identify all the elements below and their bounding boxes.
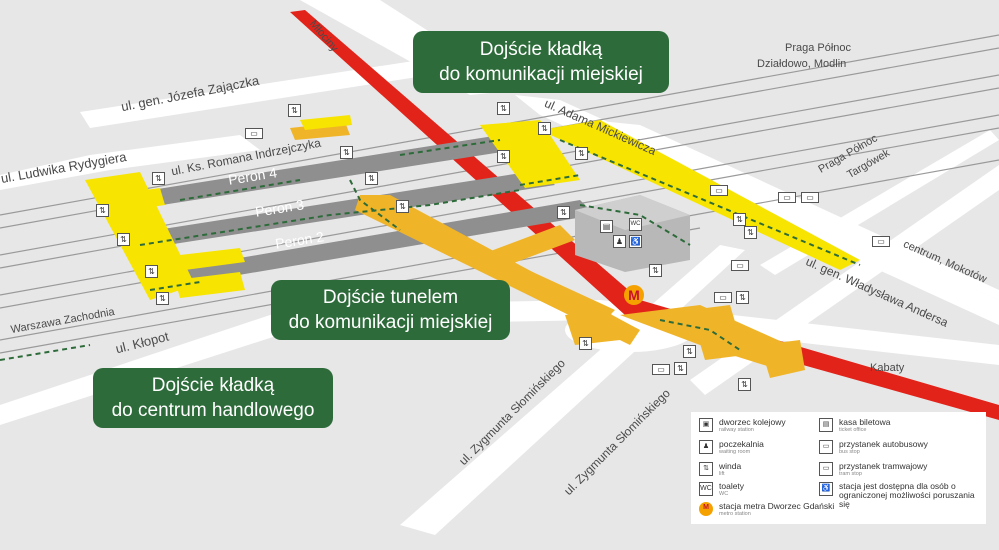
road-zajaczka: [80, 60, 430, 128]
elevator-icon: ⇅: [152, 172, 165, 185]
elevator-icon: ⇅: [699, 462, 713, 476]
bus-stop-icon: ▭: [710, 185, 728, 196]
elevator-icon: ⇅: [117, 233, 130, 246]
bus-stop-icon: ▭: [801, 192, 819, 203]
legend-sublabel: waiting room: [719, 449, 751, 455]
elevator-icon: ⇅: [340, 146, 353, 159]
callout-footbridge-transport: Dojście kładką do komunikacji miejskiej: [413, 31, 669, 93]
legend-sublabel: lift: [719, 471, 725, 477]
road-rydygiera: [0, 135, 260, 190]
accessibility-icon: ♿: [629, 235, 642, 248]
bus-stop-icon: ▭: [872, 236, 890, 247]
waiting-room-icon: ♟: [699, 440, 713, 454]
metro-icon: M: [624, 285, 644, 305]
direction-kabaty: Kabaty: [870, 362, 905, 374]
callout-line: Dojście kładką: [479, 39, 603, 60]
tunnel: [290, 122, 805, 378]
elevator-icon: ⇅: [683, 345, 696, 358]
footbridge-east: [480, 120, 580, 188]
toilet-icon: WC: [699, 482, 713, 496]
callout-line: Dojście tunelem: [322, 287, 459, 308]
tram-stop-icon: ▭: [778, 192, 796, 203]
legend-sublabel: ticket office: [839, 427, 867, 433]
legend-sublabel: WC: [719, 491, 729, 497]
tram-stop-icon: ▭: [652, 364, 670, 375]
elevator-icon: ⇅: [365, 172, 378, 185]
elevator-icon: ⇅: [288, 104, 301, 117]
callout-line: do komunikacji miejskiej: [288, 312, 493, 333]
platform-4: [120, 135, 515, 210]
bus-stop-icon: ▭: [245, 128, 263, 139]
direction-dzialdowo: Działdowo, Modlin: [757, 58, 847, 70]
waiting-room-icon: ♟: [613, 235, 626, 248]
ticket-office-icon: ▤: [819, 418, 833, 432]
elevator-icon: ⇅: [674, 362, 687, 375]
elevator-icon: ⇅: [738, 378, 751, 391]
footbridge-west: [85, 172, 195, 300]
elevator-icon: ⇅: [557, 206, 570, 219]
legend-sublabel: bus stop: [839, 449, 860, 455]
callout-tunnel-transport: Dojście tunelem do komunikacji miejskiej: [271, 280, 510, 340]
tram-stop-icon: ▭: [731, 260, 749, 271]
callout-line: Dojście kładką: [151, 375, 275, 396]
train-station-icon: ▣: [699, 418, 713, 432]
toilet-icon: WC: [629, 218, 642, 231]
elevator-icon: ⇅: [744, 226, 757, 239]
legend-sublabel: railway station: [719, 427, 754, 433]
direction-praga-north-1: Praga Północ: [785, 42, 852, 54]
elevator-icon: ⇅: [579, 337, 592, 350]
walking-paths: [0, 139, 861, 361]
elevator-icon: ⇅: [145, 265, 158, 278]
tram-stop-icon: ▭: [714, 292, 732, 303]
legend-sublabel: tram stop: [839, 471, 862, 477]
elevator-icon: ⇅: [575, 147, 588, 160]
callout-footbridge-mall: Dojście kładką do centrum handlowego: [93, 368, 333, 428]
metro-icon: M: [699, 502, 713, 516]
callout-line: do komunikacji miejskiej: [439, 64, 643, 85]
legend-item: ♿ stacja jest dostępna dla osób o ogranic…: [819, 482, 986, 509]
elevator-icon: ⇅: [733, 213, 746, 226]
elevator-icon: ⇅: [538, 122, 551, 135]
elevator-icon: ⇅: [396, 200, 409, 213]
elevator-icon: ⇅: [156, 292, 169, 305]
legend-sublabel: metro station: [719, 511, 751, 517]
elevator-icon: ⇅: [497, 150, 510, 163]
ticket-office-icon: ▤: [600, 220, 613, 233]
legend-label: stacja jest dostępna dla osób o ogranicz…: [839, 481, 975, 509]
callout-line: do centrum handlowego: [111, 400, 315, 421]
elevator-icon: ⇅: [649, 264, 662, 277]
platform-2: [140, 200, 595, 290]
tram-stop-icon: ▭: [819, 462, 833, 476]
accessibility-icon: ♿: [819, 482, 833, 496]
elevator-icon: ⇅: [497, 102, 510, 115]
elevator-icon: ⇅: [96, 204, 109, 217]
elevator-icon: ⇅: [736, 291, 749, 304]
bus-stop-icon: ▭: [819, 440, 833, 454]
